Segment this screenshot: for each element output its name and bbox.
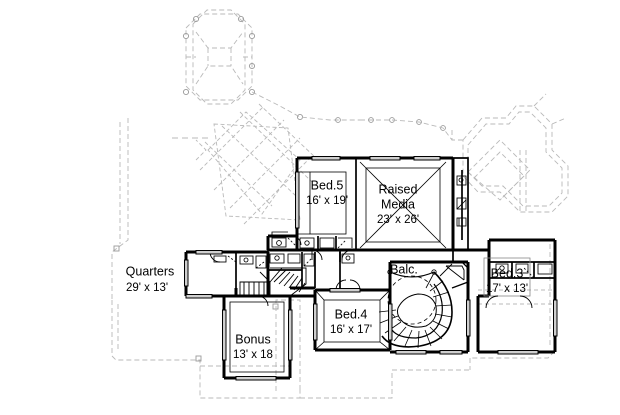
room-label-bed4-dim: 16' x 17' — [330, 324, 372, 336]
octagon-vertex-markers — [182, 15, 304, 121]
room-label-bed4-name: Bed.4 — [335, 307, 368, 321]
room-label-bed5-name: Bed.5 — [311, 178, 344, 192]
octagon-roof-icon — [185, 9, 253, 105]
room-label-media-name2: Media — [381, 197, 415, 211]
room-label-bed5-dim: 16' x 19' — [306, 195, 348, 207]
room-label-bonus-dim: 13' x 18 — [233, 349, 273, 361]
trellis-icon — [195, 103, 319, 225]
room-label-quarters-name: Quarters — [126, 264, 175, 278]
straight-staircase-icon — [239, 267, 307, 297]
room-label-media-dim: 23' x 26' — [377, 214, 419, 226]
ghost-roof-outlines — [111, 9, 569, 399]
roof-node-markers — [335, 117, 446, 131]
room-label-quarters-dim: 29' x 13' — [126, 282, 168, 294]
window-openings — [184, 156, 558, 381]
ghost-corner-markers — [113, 245, 279, 362]
room-label-bed3-name: Bed.3 — [491, 266, 524, 280]
angular-roof-icon — [451, 93, 569, 213]
room-label-bed3-dim: 17' x 13' — [486, 283, 528, 295]
room-label-media-name: Raised — [379, 182, 418, 196]
plumbing-fixtures — [213, 175, 553, 279]
room-label-balcony-name: Balc. — [390, 262, 418, 276]
thin-detail-lines — [191, 161, 531, 373]
interior-walls — [235, 157, 555, 296]
room-labels: Bed.5 16' x 19' Raised Media 23' x 26' Q… — [126, 178, 528, 361]
room-label-bonus-name: Bonus — [235, 332, 270, 346]
